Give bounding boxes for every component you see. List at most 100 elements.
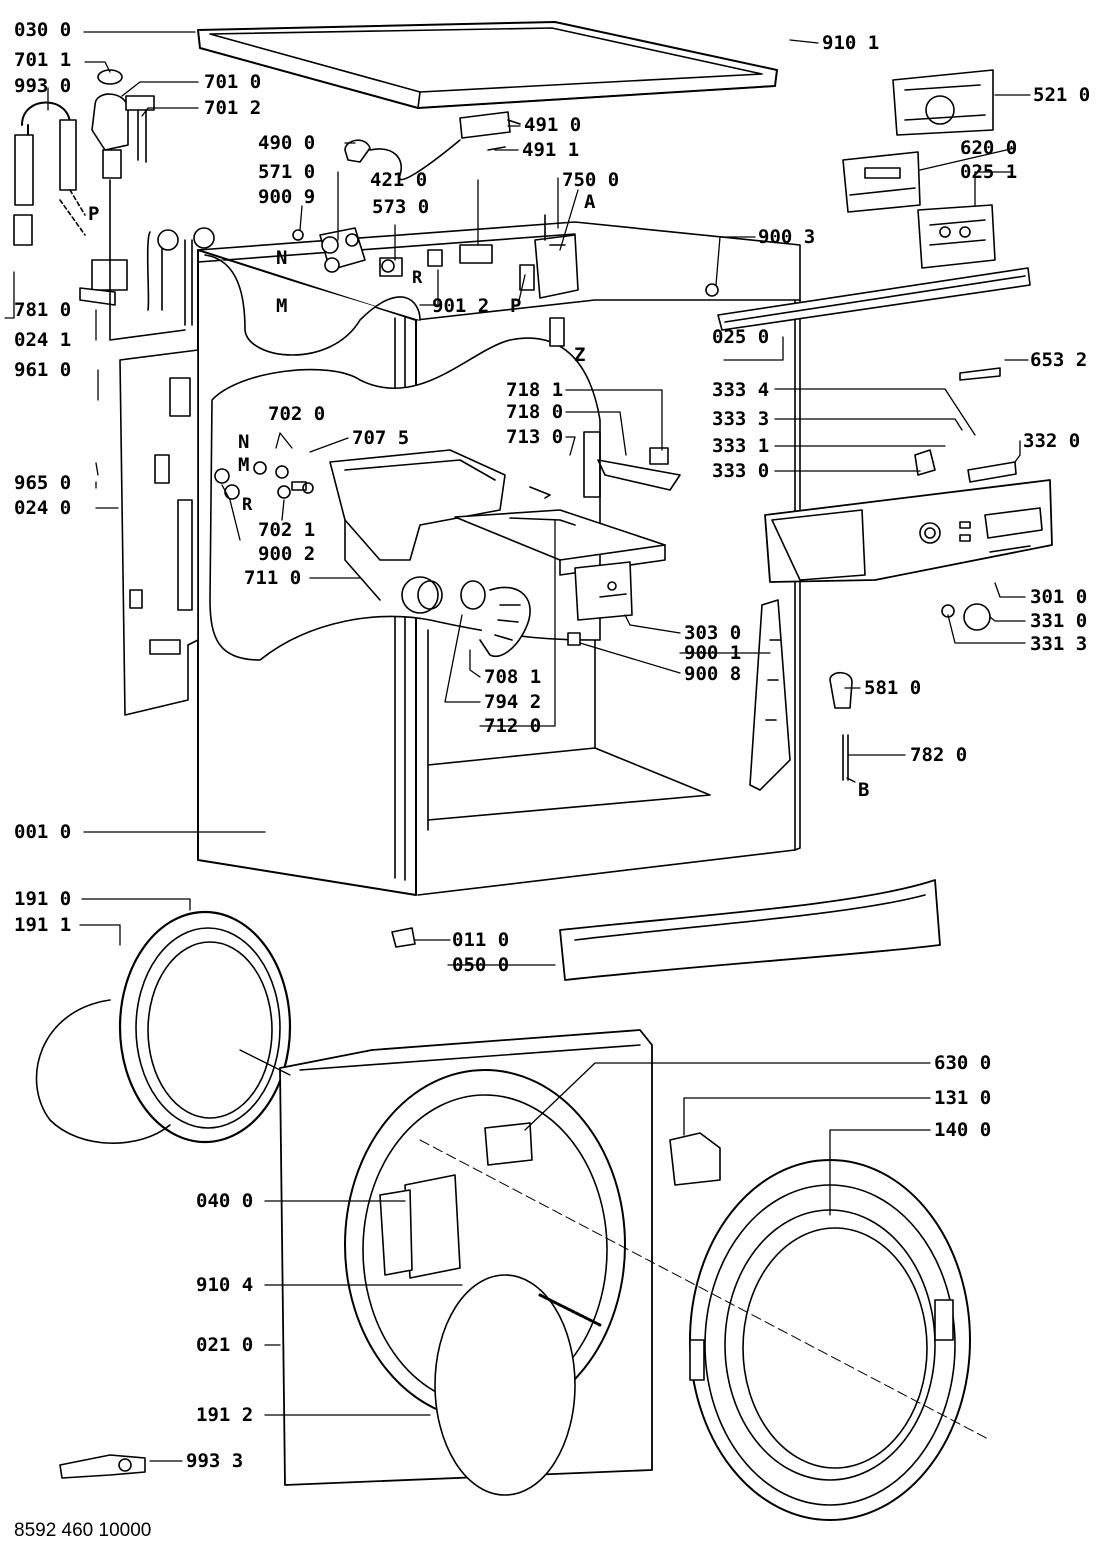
part-label-030-0: 030 0 bbox=[14, 19, 72, 41]
part-label-581-0: 581 0 bbox=[864, 677, 922, 699]
part-label-781-0: 781 0 bbox=[14, 299, 72, 321]
part-label-573-0: 573 0 bbox=[372, 196, 430, 218]
part-label-702-0: 702 0 bbox=[268, 403, 326, 425]
front-panel bbox=[279, 1029, 653, 1496]
part-label-490-0: 490 0 bbox=[258, 132, 316, 154]
marker-b: B bbox=[858, 779, 870, 801]
detergent-drawer bbox=[454, 431, 681, 621]
marker-p-hose: P bbox=[88, 203, 100, 225]
service-key bbox=[59, 1454, 146, 1479]
part-label-965-0: 965 0 bbox=[14, 472, 72, 494]
part-label-331-0: 331 0 bbox=[1030, 610, 1088, 632]
part-label-630-0: 630 0 bbox=[934, 1052, 992, 1074]
part-label-491-1: 491 1 bbox=[522, 139, 580, 161]
part-label-993-3: 993 3 bbox=[186, 1450, 244, 1472]
control-panel bbox=[764, 449, 1053, 631]
part-label-961-0: 961 0 bbox=[14, 359, 72, 381]
part-label-782-0: 782 0 bbox=[910, 744, 968, 766]
noise-filter bbox=[459, 111, 521, 151]
part-label-702-1: 702 1 bbox=[258, 519, 316, 541]
part-label-191-1: 191 1 bbox=[14, 914, 72, 936]
part-label-021-0: 021 0 bbox=[196, 1334, 254, 1356]
part-label-333-0: 333 0 bbox=[712, 460, 770, 482]
marker-n-valve: N bbox=[276, 247, 288, 269]
part-label-571-0: 571 0 bbox=[258, 161, 316, 183]
marker-m-valve: M bbox=[276, 295, 288, 317]
part-label-191-0: 191 0 bbox=[14, 888, 72, 910]
marker-m-dispenser: M bbox=[238, 454, 250, 476]
part-label-713-0: 713 0 bbox=[506, 426, 564, 448]
part-label-900-9: 900 9 bbox=[258, 186, 316, 208]
main-electronic-board bbox=[917, 204, 996, 269]
part-label-900-3: 900 3 bbox=[758, 226, 816, 248]
leader-lines bbox=[4, 31, 1031, 1462]
part-label-332-0: 332 0 bbox=[1023, 430, 1081, 452]
part-label-301-0: 301 0 bbox=[1030, 586, 1088, 608]
part-label-750-0: 750 0 bbox=[562, 169, 620, 191]
control-panel-support bbox=[705, 267, 1031, 381]
part-label-333-4: 333 4 bbox=[712, 379, 770, 401]
dispenser-housing bbox=[214, 449, 506, 614]
part-label-910-1: 910 1 bbox=[822, 32, 880, 54]
document-number: 8592 460 10000 bbox=[14, 1520, 152, 1541]
back-panel bbox=[119, 349, 199, 716]
part-label-333-1: 333 1 bbox=[712, 435, 770, 457]
part-label-025-0: 025 0 bbox=[712, 326, 770, 348]
part-label-024-1: 024 1 bbox=[14, 329, 72, 351]
part-label-491-0: 491 0 bbox=[524, 114, 582, 136]
part-label-701-2: 701 2 bbox=[204, 97, 262, 119]
marker-a: A bbox=[584, 191, 596, 213]
inlet-valve bbox=[319, 227, 366, 273]
drawer-guide bbox=[567, 599, 791, 791]
part-label-001-0: 001 0 bbox=[14, 821, 72, 843]
door-hinge-part bbox=[669, 1132, 721, 1186]
marker-p-switch: P bbox=[510, 295, 522, 317]
drain-bellows bbox=[460, 580, 531, 657]
pressure-hose bbox=[829, 671, 853, 781]
part-label-040-0: 040 0 bbox=[196, 1190, 254, 1212]
door bbox=[689, 1159, 971, 1521]
part-label-900-1: 900 1 bbox=[684, 642, 742, 664]
part-label-303-0: 303 0 bbox=[684, 622, 742, 644]
part-label-653-2: 653 2 bbox=[1030, 349, 1088, 371]
part-label-140-0: 140 0 bbox=[934, 1119, 992, 1141]
part-label-191-2: 191 2 bbox=[196, 1404, 254, 1426]
part-label-333-3: 333 3 bbox=[712, 408, 770, 430]
part-label-712-0: 712 0 bbox=[484, 715, 542, 737]
part-label-794-2: 794 2 bbox=[484, 691, 542, 713]
power-cord bbox=[344, 139, 461, 181]
part-label-011-0: 011 0 bbox=[452, 929, 510, 951]
part-label-901-2: 901 2 bbox=[432, 295, 490, 317]
door-gasket bbox=[35, 910, 292, 1144]
part-label-707-5: 707 5 bbox=[352, 427, 410, 449]
marker-r-dispenser: R bbox=[242, 495, 253, 515]
part-label-718-1: 718 1 bbox=[506, 379, 564, 401]
control-module bbox=[892, 69, 994, 136]
part-label-701-1: 701 1 bbox=[14, 49, 72, 71]
drain-hose-hook bbox=[91, 69, 155, 179]
marker-n-dispenser: N bbox=[238, 431, 250, 453]
part-label-025-1: 025 1 bbox=[960, 161, 1018, 183]
part-label-620-0: 620 0 bbox=[960, 137, 1018, 159]
part-label-331-3: 331 3 bbox=[1030, 633, 1088, 655]
part-label-421-0: 421 0 bbox=[370, 169, 428, 191]
door-lock-relay bbox=[292, 229, 493, 277]
part-label-521-0: 521 0 bbox=[1033, 84, 1091, 106]
pressure-switch-bracket bbox=[79, 179, 215, 341]
part-label-900-2: 900 2 bbox=[258, 543, 316, 565]
part-label-050-0: 050 0 bbox=[452, 954, 510, 976]
marker-r-valve: R bbox=[412, 268, 423, 288]
marker-z: Z bbox=[574, 344, 586, 366]
part-label-024-0: 024 0 bbox=[14, 497, 72, 519]
part-label-993-0: 993 0 bbox=[14, 75, 72, 97]
inlet-hose bbox=[13, 101, 86, 246]
top-cover bbox=[197, 21, 778, 109]
part-label-701-0: 701 0 bbox=[204, 71, 262, 93]
plinth-panel bbox=[391, 879, 941, 981]
part-label-910-4: 910 4 bbox=[196, 1274, 254, 1296]
part-label-711-0: 711 0 bbox=[244, 567, 302, 589]
part-label-708-1: 708 1 bbox=[484, 666, 542, 688]
part-label-900-8: 900 8 bbox=[684, 663, 742, 685]
